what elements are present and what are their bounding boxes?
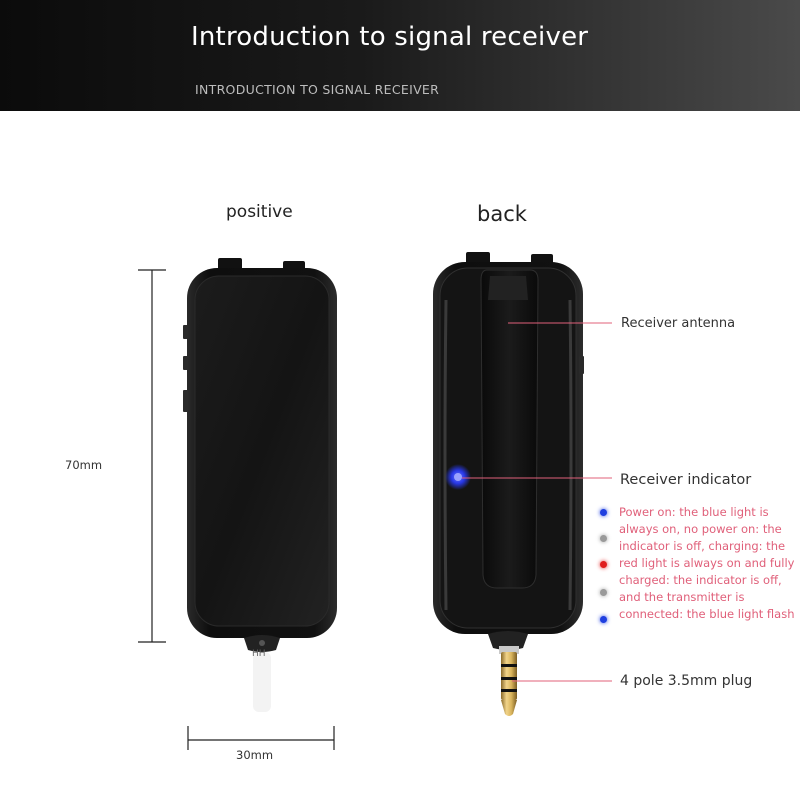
status-dot-gray-icon — [600, 535, 607, 542]
height-dimension-label: 70mm — [65, 458, 103, 472]
status-dot-blue-icon — [600, 509, 607, 516]
note-line: always on, no power on: the — [619, 522, 782, 536]
front-view-label: positive — [226, 202, 293, 222]
indicator-label: Receiver indicator — [620, 472, 752, 488]
note-line: and the transmitter is — [619, 590, 745, 604]
back-view-label: back — [477, 202, 527, 226]
note-line: red light is always on and fully — [619, 556, 795, 570]
width-dimension-label: 30mm — [236, 748, 274, 762]
svg-text:HH: HH — [252, 649, 266, 659]
note-line: connected: the blue light flash — [619, 607, 795, 621]
back-device — [433, 252, 584, 716]
height-dimension — [138, 269, 166, 643]
front-device: HH — [183, 258, 337, 712]
note-line: indicator is off, charging: the — [619, 539, 786, 553]
status-dot-red-icon — [600, 561, 607, 568]
status-dot-blue-icon — [600, 616, 607, 623]
page-title: Introduction to signal receiver — [191, 22, 589, 52]
antenna-label: Receiver antenna — [621, 316, 736, 331]
status-dot-gray-icon — [600, 589, 607, 596]
indicator-status-note: Power on: the blue light is always on, n… — [619, 504, 799, 623]
note-line: Power on: the blue light is — [619, 505, 769, 519]
page-subtitle: INTRODUCTION TO SIGNAL RECEIVER — [195, 82, 440, 97]
note-line: charged: the indicator is off, — [619, 573, 782, 587]
width-dimension — [187, 726, 335, 750]
header-banner: Introduction to signal receiver INTRODUC… — [0, 0, 800, 111]
plug-label: 4 pole 3.5mm plug — [620, 673, 753, 689]
